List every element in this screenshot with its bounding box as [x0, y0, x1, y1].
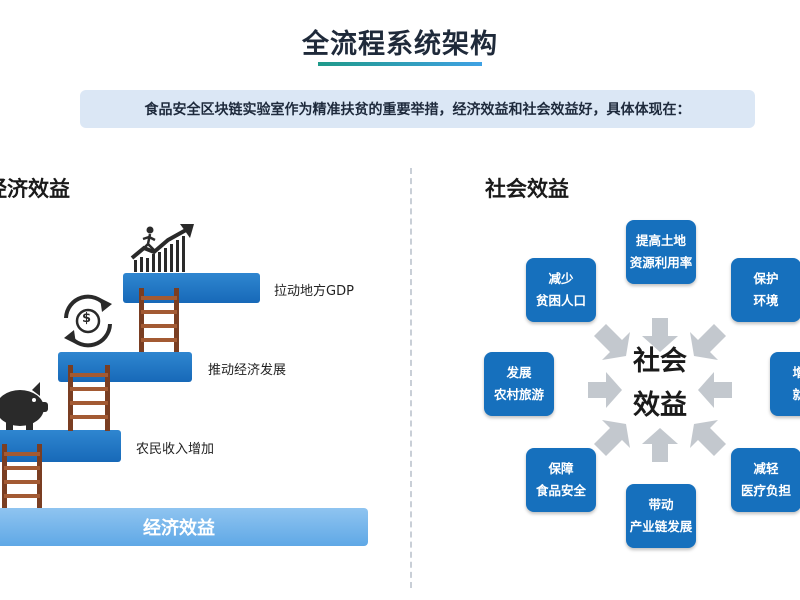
- arrow-bottom-left: [594, 420, 630, 456]
- node-land-utilization: 提高土地资源利用率: [626, 220, 696, 284]
- section-divider: [410, 168, 412, 588]
- step-label-income: 农民收入增加: [136, 442, 215, 457]
- node-industry-chain: 带动产业链发展: [626, 484, 696, 548]
- arrow-right: [698, 372, 732, 408]
- arrow-top-left: [594, 324, 630, 360]
- node-reduce-medical-burden: 减轻医疗负担: [731, 448, 800, 512]
- node-rural-tourism: 发展农村旅游: [484, 352, 554, 416]
- node-food-safety: 保障食品安全: [526, 448, 596, 512]
- arrow-bottom: [642, 428, 678, 462]
- node-protect-environment: 保护环境: [731, 258, 800, 322]
- page-title: 全流程系统架构: [302, 29, 498, 60]
- center-line-1: 社会: [633, 346, 687, 377]
- dollar-cycle-icon: [64, 294, 112, 348]
- arrow-bottom-right: [690, 420, 726, 456]
- economic-section-title: 经济效益: [0, 177, 70, 201]
- social-center-label: 社会 效益: [595, 340, 725, 428]
- economic-base-bar: 经济效益: [0, 508, 368, 546]
- ladder-middle: [68, 365, 110, 431]
- center-line-2: 效益: [633, 390, 687, 421]
- step-label-gdp: 拉动地方GDP: [274, 284, 354, 299]
- economic-step-bottom: [0, 430, 121, 462]
- step-label-development: 推动经济发展: [208, 363, 287, 378]
- intro-banner: 食品安全区块链实验室作为精准扶贫的重要举措，经济效益和社会效益好，具体体现在：: [80, 90, 755, 128]
- social-section-title: 社会效益: [485, 177, 569, 201]
- dollar-sign: $: [82, 311, 92, 326]
- node-reduce-poverty: 减少贫困人口: [526, 258, 596, 322]
- ladder-bottom: [2, 444, 42, 510]
- ladder-top: [139, 288, 179, 352]
- inward-arrows: [588, 318, 732, 462]
- arrow-left: [588, 372, 622, 408]
- node-increase-employment: 增加就业: [770, 352, 800, 416]
- arrow-top-right: [690, 324, 726, 360]
- growth-chart-icon: [130, 224, 194, 272]
- arrow-top: [642, 318, 678, 352]
- title-underline: [318, 62, 482, 66]
- piggy-bank-icon: [0, 382, 48, 432]
